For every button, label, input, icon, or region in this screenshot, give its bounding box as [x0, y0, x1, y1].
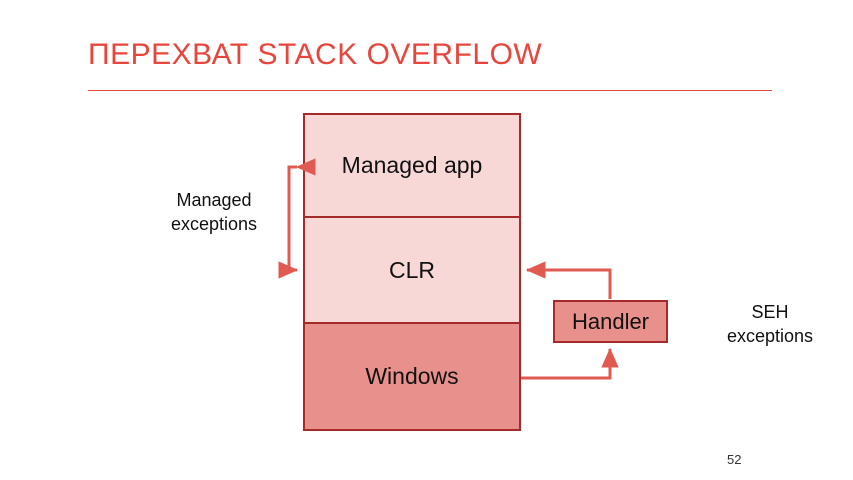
- stack-layer-clr-label: CLR: [388, 256, 435, 283]
- execution-stack-diagram: Managed app CLR Windows: [303, 113, 521, 431]
- page-title: ПЕРЕХВАТ STACK OVERFLOW: [88, 38, 543, 71]
- handler-box: Handler: [553, 300, 668, 343]
- windows-to-handler-arrow: [521, 347, 619, 380]
- seh-exceptions-label-line1: SEH: [751, 302, 789, 322]
- managed-exceptions-label-line1: Managed: [176, 190, 252, 210]
- handler-box-label: Handler: [571, 308, 650, 334]
- handler-to-clr-arrow: [525, 261, 612, 299]
- managed-exceptions-label: Managed exceptions: [150, 188, 278, 236]
- stack-layer-windows-label: Windows: [365, 363, 459, 389]
- seh-exceptions-label: SEH exceptions: [700, 300, 840, 348]
- managed-exceptions-bracket-arrow: [278, 158, 316, 279]
- stack-layer-windows: Windows: [305, 324, 519, 429]
- seh-exceptions-label-line2: exceptions: [726, 326, 814, 346]
- stack-layer-clr: CLR: [305, 218, 519, 324]
- stack-layer-managed-app: Managed app: [305, 115, 519, 218]
- title-underline-divider: [88, 90, 772, 91]
- page-number: 52: [727, 452, 742, 467]
- stack-layer-managed-app-label: Managed app: [341, 152, 483, 178]
- managed-exceptions-label-line2: exceptions: [170, 214, 258, 234]
